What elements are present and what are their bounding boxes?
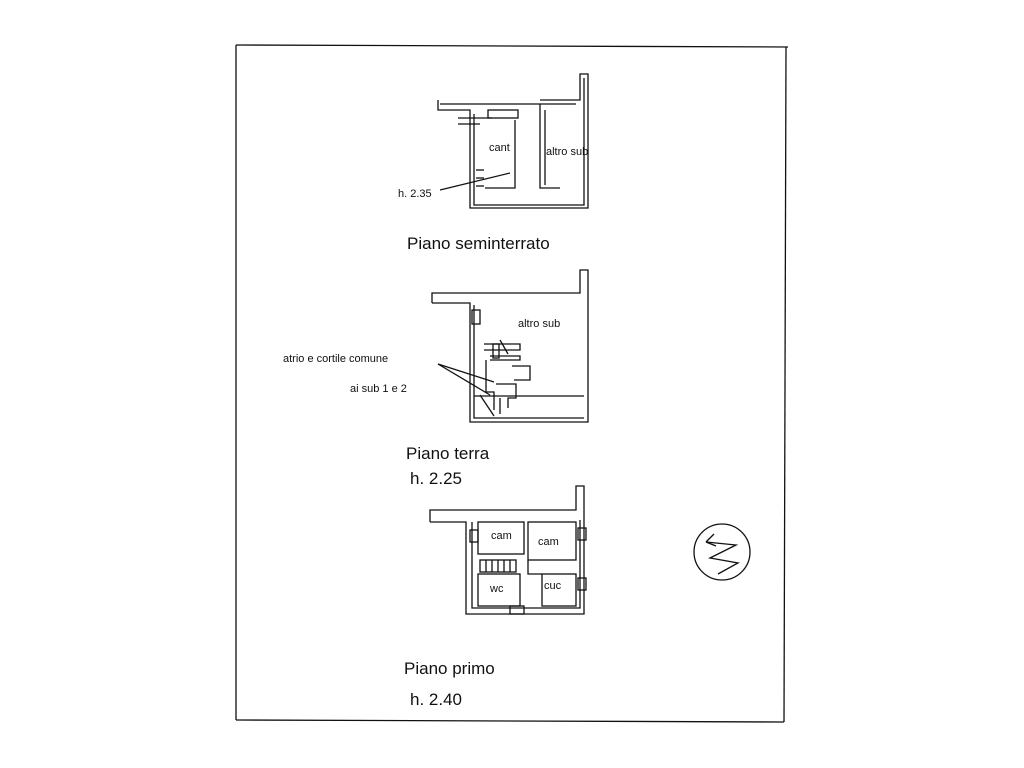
room-label-wc: wc [490, 583, 504, 595]
room-label-cant: cant [489, 142, 510, 154]
first-stair [479, 559, 517, 573]
floor-title-basement: Piano seminterrato [407, 234, 550, 253]
floor-title-first: Piano primo [404, 659, 495, 678]
common-area-label-line1: atrio e cortile comune [283, 353, 389, 365]
sheet-frame [235, 44, 789, 723]
basement-plan [437, 73, 589, 209]
room-label-altro-sub-basement: altro sub [546, 146, 589, 158]
height-leader-line [439, 172, 511, 191]
common-leader-line-2 [437, 363, 495, 383]
room-label-cam-2: cam [538, 536, 559, 548]
floor-height-ground: h. 2.25 [410, 469, 462, 488]
north-arrow-icon [693, 523, 751, 581]
ground-plan [431, 269, 589, 423]
room-label-cam-1: cam [491, 530, 512, 542]
floor-title-ground: Piano terra [406, 444, 490, 463]
room-label-cuc: cuc [544, 580, 562, 592]
common-leader-line-1 [437, 363, 491, 396]
floor-height-first: h. 2.40 [410, 690, 462, 709]
height-note-basement: h. 2.35 [398, 188, 432, 200]
room-label-altro-sub-ground: altro sub [518, 318, 561, 330]
common-area-label-line2: ai sub 1 e 2 [350, 383, 407, 395]
first-plan [429, 485, 587, 615]
